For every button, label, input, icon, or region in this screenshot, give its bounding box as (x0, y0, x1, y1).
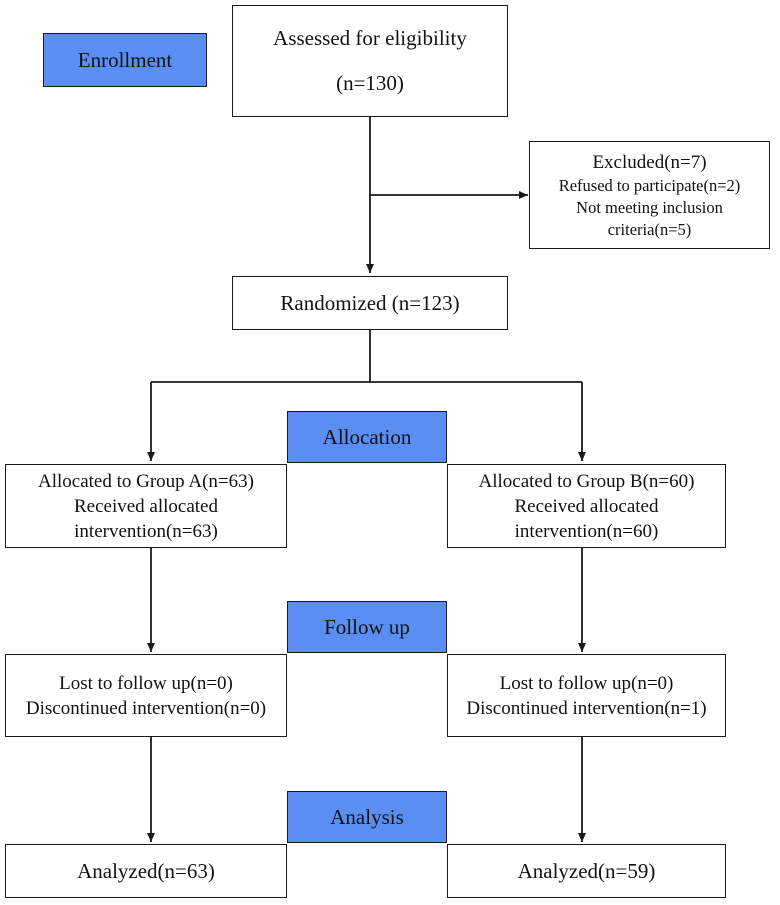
excluded-box: Excluded(n=7) Refused to participate(n=2… (529, 141, 770, 249)
excluded-not-meeting: Not meeting inclusion (576, 197, 723, 217)
stage-allocation-label: Allocation (322, 424, 412, 449)
randomized-box: Randomized (n=123) (232, 276, 508, 330)
assessed-box: Assessed for eligibility (n=130) (232, 5, 508, 117)
group-b-analysis-box: Analyzed(n=59) (447, 844, 726, 898)
group-b-lost: Lost to follow up(n=0) (499, 672, 674, 694)
group-a-intervention: intervention(n=63) (74, 520, 218, 542)
assessed-label: Assessed for eligibility (273, 25, 467, 50)
group-a-analyzed: Analyzed(n=63) (77, 858, 215, 883)
excluded-refused: Refused to participate(n=2) (558, 175, 741, 195)
group-b-intervention: intervention(n=60) (514, 520, 659, 542)
group-a-allocated: Allocated to Group A(n=63) (38, 470, 254, 492)
excluded-title: Excluded(n=7) (592, 151, 707, 173)
group-b-discontinued: Discontinued intervention(n=1) (466, 697, 707, 719)
stage-enrollment-label: Enrollment (77, 47, 173, 72)
group-a-followup-box: Lost to follow up(n=0) Discontinued inte… (5, 654, 287, 737)
group-b-followup-box: Lost to follow up(n=0) Discontinued inte… (447, 654, 726, 737)
group-a-allocation-box: Allocated to Group A(n=63) Received allo… (5, 464, 287, 548)
excluded-criteria: criteria(n=5) (607, 219, 692, 239)
stage-analysis-label: Analysis (330, 804, 404, 829)
group-a-analysis-box: Analyzed(n=63) (5, 844, 287, 898)
group-a-received: Received allocated (73, 495, 218, 517)
group-b-allocation-box: Allocated to Group B(n=60) Received allo… (447, 464, 726, 548)
group-b-received: Received allocated (514, 495, 659, 517)
group-b-allocated: Allocated to Group B(n=60) (478, 470, 695, 492)
group-b-analyzed: Analyzed(n=59) (517, 858, 656, 883)
stage-enrollment: Enrollment (43, 33, 207, 87)
stage-follow-up: Follow up (287, 601, 447, 653)
group-a-lost: Lost to follow up(n=0) (59, 672, 233, 694)
randomized-label: Randomized (n=123) (280, 290, 460, 315)
stage-allocation: Allocation (287, 411, 447, 463)
group-a-discontinued: Discontinued intervention(n=0) (25, 697, 267, 719)
assessed-count: (n=130) (336, 71, 404, 96)
stage-follow-up-label: Follow up (324, 614, 410, 639)
stage-analysis: Analysis (287, 791, 447, 843)
